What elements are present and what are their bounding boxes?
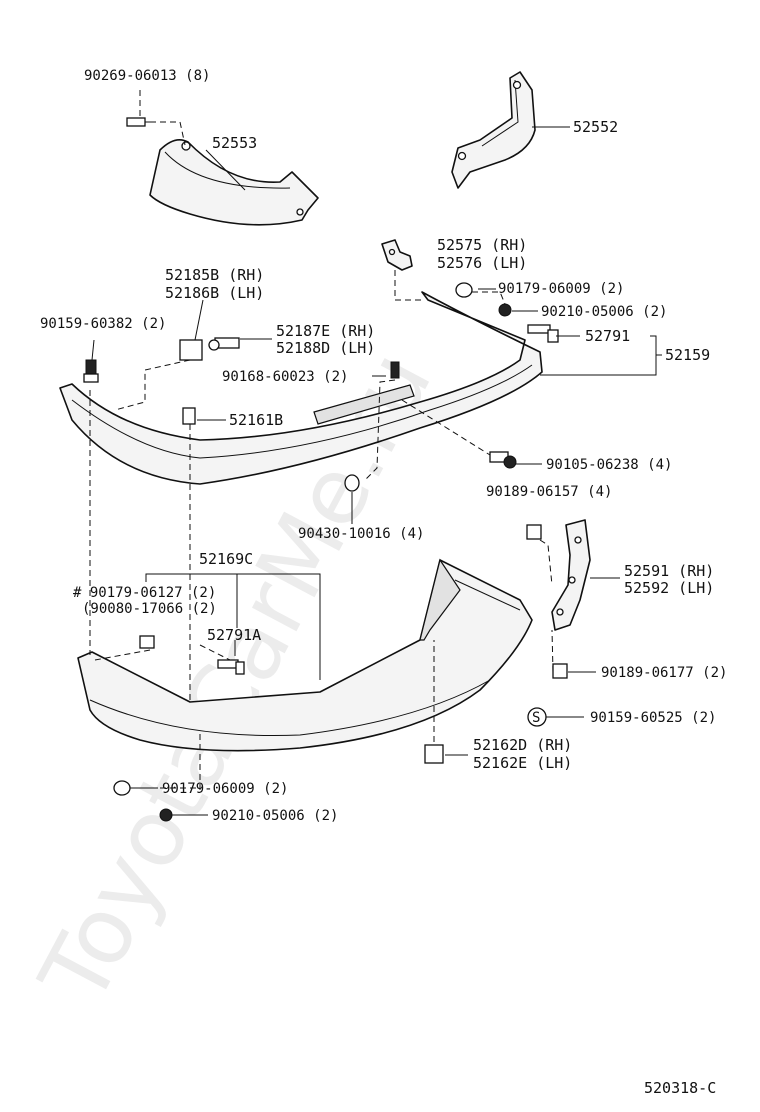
fastener-90159a [83,359,99,383]
label-90430-10016: 90430-10016 (4) [298,526,424,542]
label-90105-06238: 90105-06238 (4) [546,457,672,473]
fastener-90179b [139,635,155,649]
s-symbol-circle [527,707,547,727]
label-90168-60023: 90168-60023 (2) [222,369,348,385]
part-52159-shape [59,291,543,485]
label-90189-06157: 90189-06157 (4) [486,484,612,500]
fastener-90430 [344,474,360,492]
fastener-90269 [126,117,154,127]
fastener-90210a [498,303,512,317]
label-52161b: 52161B [229,411,283,429]
label-90159-60525: 90159-60525 (2) [590,710,716,726]
s-symbol-label: S [532,710,540,726]
label-52553: 52553 [212,134,257,152]
label-90159-60382: 90159-60382 (2) [40,316,166,332]
label-90080-17066: (90080-17066 (2) [82,601,217,617]
fastener-90210b [159,808,173,822]
label-52552: 52552 [573,118,618,136]
label-52186b: 52186B (LH) [165,284,264,302]
label-52791: 52791 [585,327,630,345]
label-90210-05006-lower: 90210-05006 (2) [212,808,338,824]
fastener-90179a [455,282,473,298]
label-52576: 52576 (LH) [437,254,527,272]
fastener-52791a [217,659,245,675]
part-52552-shape [451,71,536,189]
label-90179-06127: # 90179-06127 (2) [73,585,216,601]
fastener-52185 [179,339,203,361]
label-52162e: 52162E (LH) [473,754,572,772]
part-52553-shape [149,139,319,226]
label-90179-06009-lower: 90179-06009 (2) [162,781,288,797]
fastener-52161 [182,407,196,425]
fastener-90179c [113,780,131,796]
leader-lines [91,126,662,816]
label-52592: 52592 (LH) [624,579,714,597]
label-90179-06009-upper: 90179-06009 (2) [498,281,624,297]
fastener-90189a [526,524,542,540]
fastener-90168 [390,361,400,379]
label-52159: 52159 [665,346,710,364]
part-52591-shape [551,519,591,631]
label-90269-06013: 90269-06013 (8) [84,68,210,84]
part-52575-shape [381,239,413,271]
label-52791a: 52791A [207,626,261,644]
label-52575: 52575 (RH) [437,236,527,254]
part-52169c-shape [77,558,533,752]
label-90210-05006-upper: 90210-05006 (2) [541,304,667,320]
fastener-52791 [527,324,559,343]
label-90189-06177: 90189-06177 (2) [601,665,727,681]
label-52591: 52591 (RH) [624,562,714,580]
label-52187e: 52187E (RH) [276,322,375,340]
fastener-90105 [489,451,517,469]
fastener-52162 [424,744,444,764]
label-52188d: 52188D (LH) [276,339,375,357]
figure-code: 520318-C [644,1079,716,1097]
label-52162d: 52162D (RH) [473,736,572,754]
label-52185b: 52185B (RH) [165,266,264,284]
fastener-90189b [552,663,568,679]
fastener-52187 [208,337,240,351]
assembly-lines [89,90,554,816]
label-52169c: 52169C [199,550,253,568]
